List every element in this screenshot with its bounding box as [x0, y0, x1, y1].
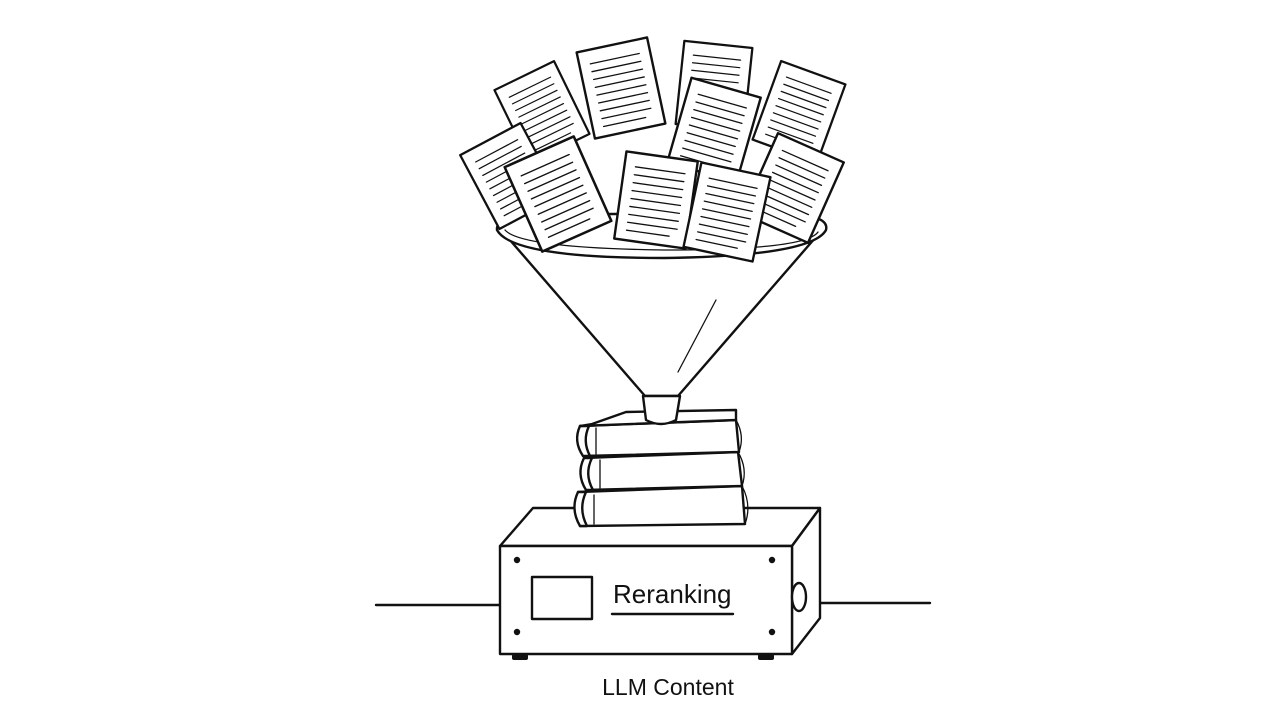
document-icon [741, 131, 845, 245]
document-icon [575, 36, 667, 140]
book-stack-icon [573, 408, 749, 528]
device-label: Reranking [613, 579, 732, 609]
document-icon [666, 76, 762, 184]
document-pile [459, 36, 847, 263]
caption-text: LLM Content [602, 674, 734, 700]
document-icon [503, 135, 613, 253]
device-display [530, 575, 594, 621]
device-port-icon [790, 581, 808, 613]
reranking-device: Reranking [498, 506, 822, 660]
document-icon [613, 150, 699, 250]
document-icon [682, 161, 772, 263]
